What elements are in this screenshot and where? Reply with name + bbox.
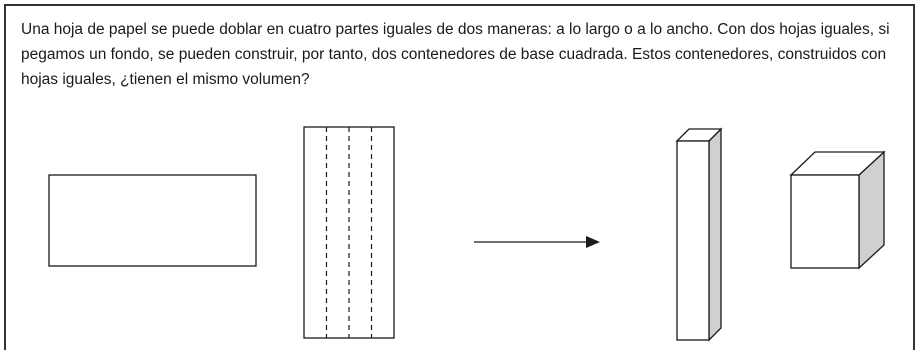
flat-paper-sheet	[48, 174, 257, 267]
folded-paper-sheet	[303, 126, 395, 339]
transform-arrow	[474, 236, 600, 248]
cube-container	[789, 150, 886, 270]
problem-text: Una hoja de papel se puede doblar en cua…	[21, 21, 890, 88]
problem-frame	[4, 4, 915, 350]
tall-container	[675, 127, 723, 342]
